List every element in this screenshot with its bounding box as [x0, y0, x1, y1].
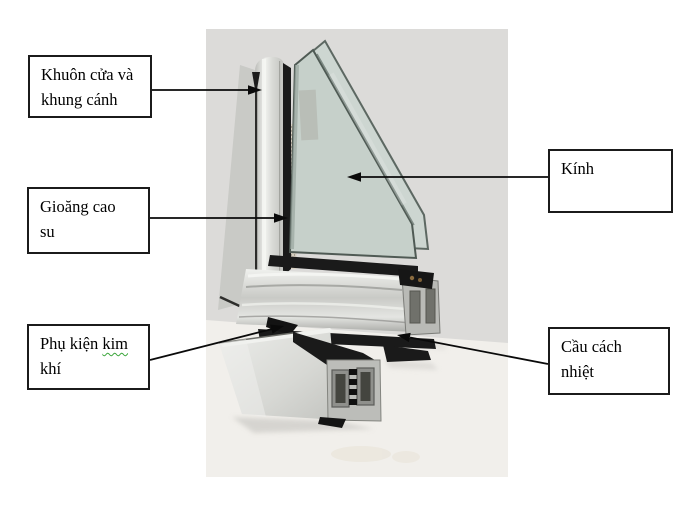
sash-chamber-1 — [409, 290, 421, 324]
label-frame-and-sash-text: Khuôn cửa và khung cánh — [41, 65, 134, 109]
window-cross-section-photo — [206, 29, 508, 477]
glass-sticker — [298, 89, 319, 141]
label-glass: Kính — [548, 149, 673, 213]
jamb-edge-line — [279, 61, 281, 277]
label-thermal-break: Cầu cách nhiệt — [548, 327, 670, 395]
label-hardware-text-post: khí — [40, 359, 62, 378]
sash-rail-ogee-shadow — [245, 284, 403, 291]
label-thermal-break-text: Cầu cách nhiệt — [561, 337, 622, 381]
aluminum-jamb-profile — [218, 56, 297, 323]
lower-chamber-2 — [356, 367, 375, 406]
jamb-groove-line — [255, 89, 258, 301]
sash-rail-lower-shadow — [238, 315, 412, 324]
label-hardware: Phụ kiện kim khí — [27, 324, 150, 390]
label-hardware-text-misspelled: kim — [102, 334, 129, 353]
jamb-side-face — [218, 65, 255, 310]
clamp-screw-1 — [409, 275, 415, 281]
label-glass-text: Kính — [561, 159, 594, 178]
label-rubber-gasket-text: Gioăng cao su — [40, 197, 116, 241]
label-hardware-text-pre: Phụ kiện — [40, 334, 103, 353]
lower-chamber-1 — [331, 369, 350, 408]
floor-stains — [331, 446, 420, 463]
sash-rail-ogee-highlight — [247, 272, 401, 281]
glass-unit — [288, 48, 418, 260]
label-frame-and-sash: Khuôn cửa và khung cánh — [28, 55, 152, 118]
lower-frame-rail — [218, 328, 431, 428]
glazing-clamp — [398, 269, 434, 289]
jamb-groove-wedge — [252, 72, 260, 95]
glass-bevel-inner-edge — [316, 53, 415, 226]
clamp-screw-2 — [418, 278, 422, 282]
sash-chamber-2 — [425, 288, 436, 324]
jamb-rubber-gasket-strip — [283, 63, 291, 276]
sash-rail-lower-highlight — [241, 302, 407, 311]
jamb-highlight — [262, 59, 266, 287]
glass-reflection — [328, 72, 407, 206]
lower-rail-foot-gasket — [318, 417, 346, 428]
glass-left-shade — [290, 65, 299, 249]
glass-bottom-gasket — [268, 255, 418, 277]
label-rubber-gasket: Gioăng cao su — [27, 187, 150, 254]
thermal-break-teeth — [349, 369, 357, 405]
sash-bottom-rail — [236, 255, 441, 349]
